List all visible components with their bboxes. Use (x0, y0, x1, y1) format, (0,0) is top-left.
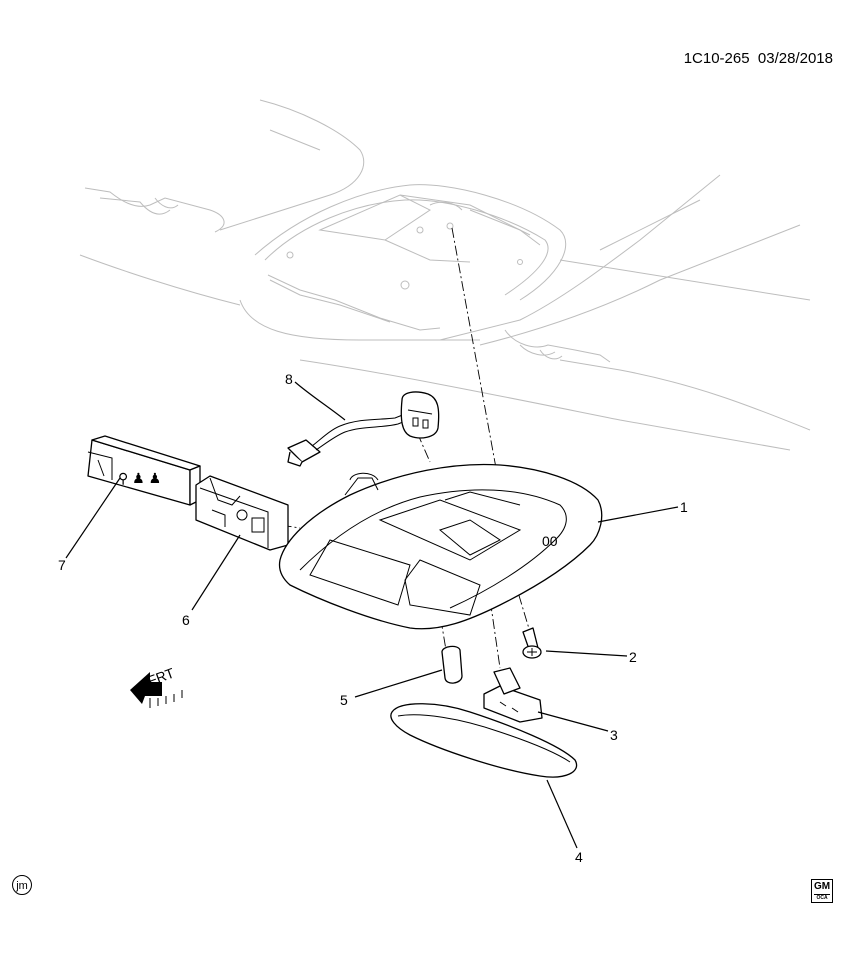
switch-bracket (195, 475, 289, 551)
callout-4: 4 (575, 849, 583, 865)
gm-logo-subtext: OCA (814, 894, 830, 901)
illustrator-mark: jm (12, 875, 32, 895)
callout-5: 5 (340, 692, 348, 708)
diagram-date: 03/28/2018 (757, 50, 833, 67)
callout-7: 7 (58, 557, 66, 573)
headliner-outline (79, 99, 811, 451)
callout-6: 6 (182, 612, 190, 628)
switch-icons: ⚲ ♟ ♟ (118, 470, 161, 486)
screw (522, 627, 542, 659)
gm-logo-text: GM (813, 881, 831, 892)
callout-2: 2 (629, 649, 637, 665)
front-arrow: FRT (130, 664, 183, 708)
diagram-id: 1C10-265 (683, 50, 750, 67)
console-marking: 00 (542, 533, 558, 549)
front-arrow-icon (130, 672, 162, 704)
callout-labels: 1 2 3 4 5 6 7 8 (58, 371, 688, 865)
dome-lens (390, 703, 578, 778)
callout-3: 3 (610, 727, 618, 743)
callout-8: 8 (285, 371, 293, 387)
switch-panel: ⚲ ♟ ♟ (87, 435, 201, 506)
overhead-console: 00 (278, 463, 603, 630)
leader-lines (65, 381, 679, 849)
gm-logo: GM OCA (811, 879, 833, 903)
callout-1: 1 (680, 499, 688, 515)
lamp-socket (483, 667, 543, 723)
diagram-header: 1C10-265 03/28/2018 (684, 50, 833, 67)
wiring-harness (287, 391, 440, 467)
lamp-bulb (441, 645, 463, 684)
